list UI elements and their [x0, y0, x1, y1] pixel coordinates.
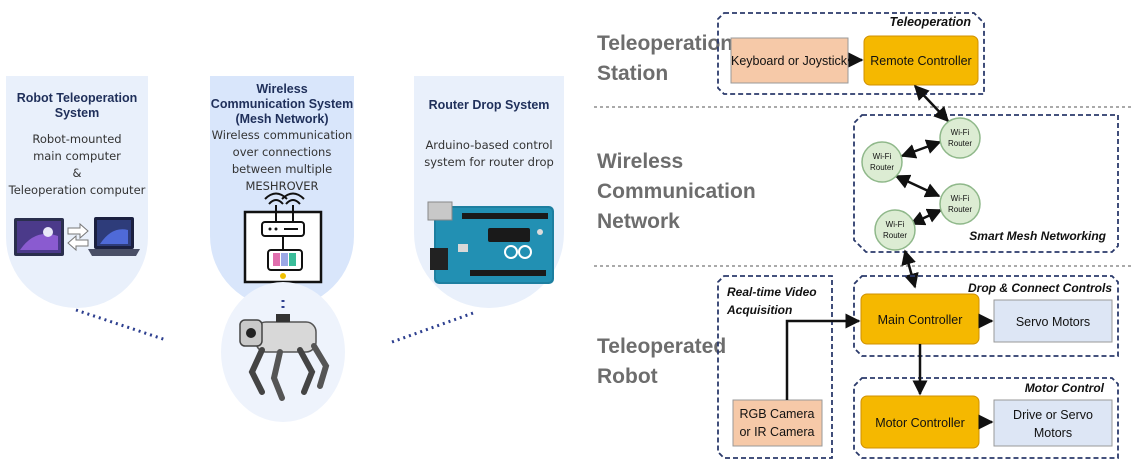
router-label: Router [883, 231, 907, 240]
arrow-camera-to-main [785, 313, 861, 400]
laptop-icon [88, 217, 140, 256]
motor-controller-label: Motor Controller [875, 416, 965, 430]
dotted-connector-right [391, 310, 477, 344]
group-teleoperation [717, 12, 985, 95]
group-label-video: Acquisition [726, 303, 792, 317]
section-label-network: Communication [597, 180, 756, 203]
link-router3-router4 [909, 208, 943, 226]
router-device-icon [243, 192, 323, 284]
router-label: Router [948, 205, 972, 214]
card-3-text-line: system for router drop [424, 155, 554, 169]
group-label-drop: Drop & Connect Controls [968, 281, 1112, 295]
group-video-acquisition [717, 275, 833, 459]
section-label-robot: Teleoperated [597, 335, 726, 358]
dotted-connector-left [75, 308, 167, 342]
card-1-text-line: main computer [33, 149, 121, 163]
card-1-text-line: Teleoperation computer [8, 183, 146, 197]
card-2-title-line: Wireless [256, 82, 308, 96]
camera-label: RGB Camera [739, 407, 814, 421]
card-1-title: Robot Teleoperation System [6, 91, 148, 121]
card-2-text-line: between multiple [231, 162, 333, 176]
wifi-router-node: Wi-Fi Router [874, 209, 916, 251]
servo-motors-box [993, 299, 1113, 343]
card-1-text-line: & [72, 166, 82, 180]
group-mesh [853, 114, 1119, 253]
router-label: Wi-Fi [951, 128, 970, 137]
right-panel-diagram: Teleoperation Station Wireless Communica… [594, 12, 1132, 459]
group-label-motor: Motor Control [1025, 381, 1105, 395]
section-label-network: Network [597, 210, 680, 233]
link-remote-router1 [913, 84, 950, 123]
swap-arrows-icon [67, 222, 89, 252]
card-2-title-line: (Mesh Network) [235, 112, 329, 126]
card-2-title: Wireless Communication System (Mesh Netw… [210, 82, 354, 127]
servo-motors-label: Servo Motors [1016, 315, 1090, 329]
tablet-icon [14, 218, 64, 256]
section-label-station: Station [597, 62, 668, 85]
card-3-title: Router Drop System [414, 98, 564, 113]
card-3-text: Arduino-based control system for router … [414, 137, 564, 171]
main-controller-label: Main Controller [878, 313, 963, 327]
card-1-text-line: Robot-mounted [32, 132, 122, 146]
section-label-station: Teleoperation [597, 32, 733, 55]
keyboard-joystick-label: Keyboard or Joystick [731, 54, 848, 68]
section-label-robot: Robot [597, 365, 658, 388]
router-label: Wi-Fi [951, 194, 970, 203]
group-label-teleoperation: Teleoperation [890, 15, 972, 29]
left-illustrations [14, 192, 554, 422]
card-2-text-line: Wireless communication [211, 128, 353, 142]
section-label-network: Wireless [597, 150, 683, 173]
card-1-text: Robot-mounted main computer & Teleoperat… [6, 131, 148, 199]
card-robot-teleoperation [6, 76, 148, 308]
card-2-text-line: over connections [232, 145, 332, 159]
link-router4-main [901, 249, 919, 289]
link-router1-router2 [900, 139, 942, 159]
drive-servo-motors-label: Drive or Servo [1013, 408, 1093, 422]
drive-servo-motors-label: Motors [1034, 426, 1072, 440]
left-panel: Robot Teleoperation System Robot-mounted… [6, 76, 564, 422]
card-3-title-line: Router Drop System [428, 98, 550, 112]
group-drop-connect [853, 275, 1119, 357]
keyboard-joystick-box [730, 37, 849, 84]
link-router2-router3 [894, 174, 941, 198]
card-2-text: Wireless communication over connections … [210, 127, 354, 195]
router-label: Router [948, 139, 972, 148]
group-label-video: Real-time Video [727, 285, 817, 299]
wifi-router-node: Wi-Fi Router [861, 141, 903, 183]
card-1-title-line: System [54, 106, 100, 120]
card-3-text-line: Arduino-based control [425, 138, 553, 152]
group-label-mesh: Smart Mesh Networking [969, 229, 1106, 243]
router-label: Wi-Fi [886, 220, 905, 229]
router-label: Router [870, 163, 894, 172]
group-motor-control [853, 377, 1119, 459]
camera-label: or IR Camera [739, 425, 814, 439]
drive-servo-motors-box [993, 399, 1113, 447]
card-2-title-line: Communication System [210, 97, 354, 111]
wifi-router-node: Wi-Fi Router [939, 117, 981, 159]
wifi-router-node: Wi-Fi Router [939, 183, 981, 225]
remote-controller-label: Remote Controller [870, 54, 971, 68]
card-2-text-line: MESHROVER [245, 179, 319, 193]
robot-dog-icon [221, 282, 345, 422]
router-label: Wi-Fi [873, 152, 892, 161]
card-1-title-line: Robot Teleoperation [16, 91, 138, 105]
camera-box [732, 399, 823, 447]
arduino-board-icon [427, 201, 554, 284]
